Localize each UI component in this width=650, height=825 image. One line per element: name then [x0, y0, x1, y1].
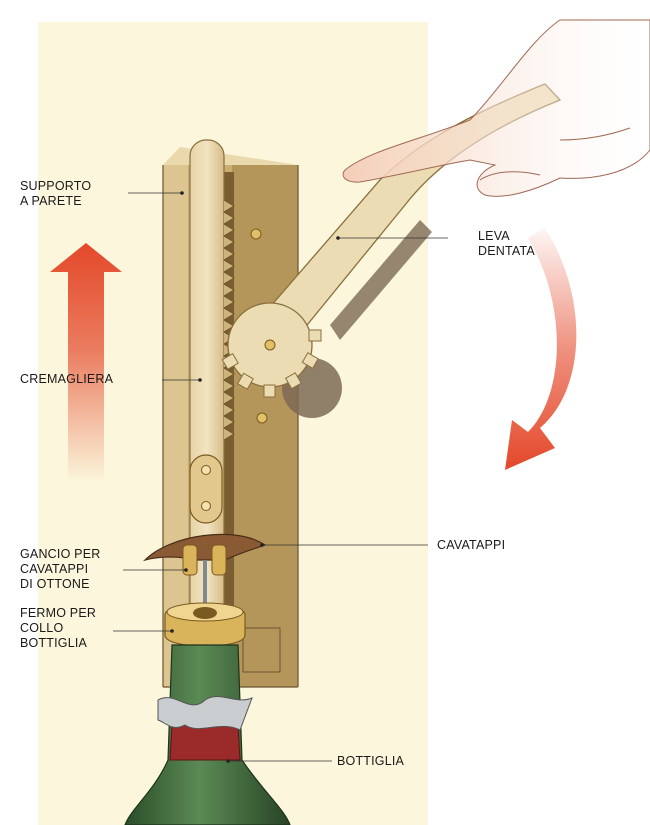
brass-plate — [189, 454, 223, 524]
label-fermo-per-collo-bottiglia: FERMO PER COLLO BOTTIGLIA — [20, 606, 97, 650]
curved-arrow-down — [505, 228, 577, 470]
corkscrew-handle — [142, 533, 267, 562]
label-cremagliera: CREMAGLIERA — [20, 372, 114, 386]
label-bottiglia: BOTTIGLIA — [337, 754, 405, 768]
label-gancio-per-cavatappi: GANCIO PER CAVATAPPI DI OTTONE — [20, 547, 101, 591]
gear-pivot-screw — [264, 339, 276, 351]
brass-hook — [182, 544, 198, 576]
bottle-foil — [169, 724, 241, 761]
label-supporto-a-parete: SUPPORTO A PARETE — [20, 179, 92, 208]
screw — [250, 228, 262, 240]
screw — [256, 412, 268, 424]
rack-teeth — [223, 199, 235, 441]
label-cavatappi: CAVATAPPI — [437, 538, 506, 552]
arrow-up — [50, 243, 122, 482]
hand — [342, 19, 650, 197]
label-leva-dentata: LEVA DENTATA — [478, 229, 535, 258]
gear-teeth — [221, 329, 322, 398]
leader-lines — [113, 192, 448, 762]
